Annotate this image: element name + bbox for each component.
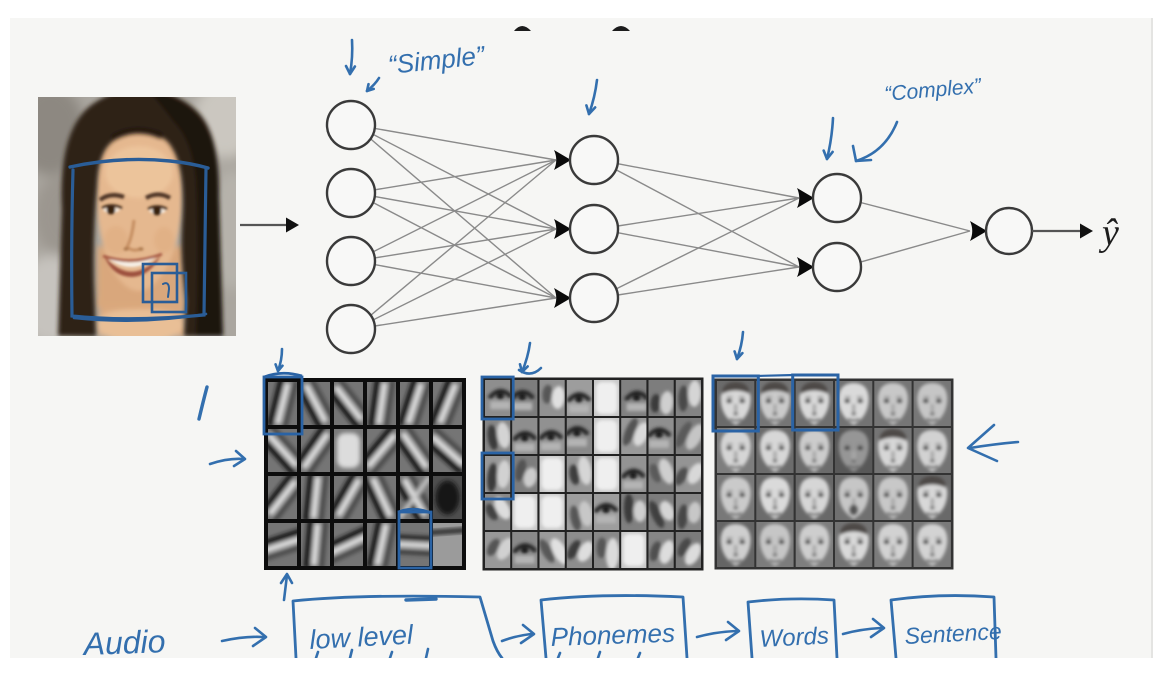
svg-text:Audio: Audio [81, 623, 166, 662]
svg-text:Phonemes: Phonemes [550, 618, 675, 652]
svg-text:low level: low level [309, 620, 415, 655]
svg-text:Sentence: Sentence [904, 618, 1002, 649]
svg-text:Words: Words [759, 622, 830, 653]
svg-text:ŷ: ŷ [1098, 212, 1119, 254]
